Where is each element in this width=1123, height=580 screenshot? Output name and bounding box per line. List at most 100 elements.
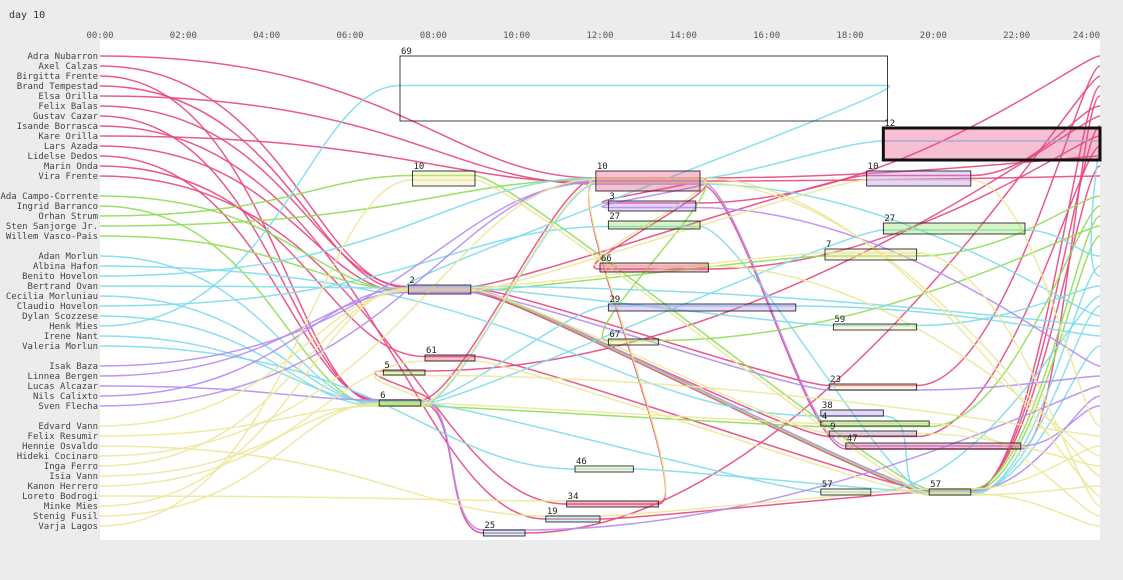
person-label: Ingrid Barranco <box>17 202 98 212</box>
person-label: Felix Balas <box>38 102 98 112</box>
location-box[interactable] <box>828 383 918 391</box>
person-label: Cecilia Morluniau <box>6 292 98 302</box>
location-box[interactable] <box>607 220 701 230</box>
location-label: 5 <box>384 361 389 371</box>
person-label: Irene Nant <box>44 332 98 342</box>
location-box[interactable] <box>828 430 918 437</box>
x-tick-label: 20:00 <box>920 31 947 41</box>
location-box[interactable] <box>845 442 1022 450</box>
location-box[interactable] <box>824 248 918 261</box>
location-box[interactable] <box>607 338 659 346</box>
plot-background <box>100 40 1100 540</box>
person-label: Loreto Bodrogi <box>22 492 98 502</box>
person-label: Brand Tempestad <box>17 82 98 92</box>
location-label: 10 <box>597 162 608 172</box>
person-track <box>99 205 1101 428</box>
location-box[interactable] <box>407 284 472 295</box>
person-track <box>99 374 1101 437</box>
location-label: 57 <box>822 480 833 490</box>
location-label: 27 <box>609 212 620 222</box>
location-box[interactable] <box>820 409 884 417</box>
person-track <box>99 252 1101 507</box>
person-track <box>99 180 1101 447</box>
person-track <box>99 181 1101 367</box>
person-track <box>99 445 1101 517</box>
person-track <box>99 385 1101 531</box>
location-label: 12 <box>884 119 895 129</box>
person-label: Stenig Fusil <box>33 512 98 522</box>
person-label: Gustav Cazar <box>33 112 99 122</box>
location-label: 19 <box>547 507 558 517</box>
location-box[interactable] <box>866 170 972 187</box>
location-label: 23 <box>830 375 841 385</box>
person-track <box>99 225 1101 495</box>
person-label: Nils Calixto <box>33 392 98 402</box>
location-box[interactable] <box>566 500 659 508</box>
location-label: 27 <box>884 214 895 224</box>
location-box[interactable] <box>545 515 601 523</box>
location-box[interactable] <box>820 488 872 496</box>
location-label: 69 <box>401 47 412 57</box>
location-box[interactable] <box>820 420 930 427</box>
location-box[interactable] <box>595 170 701 192</box>
person-track <box>99 65 1101 387</box>
location-box[interactable] <box>607 303 797 312</box>
person-label: Isak Baza <box>49 362 98 372</box>
x-tick-label: 14:00 <box>670 31 697 41</box>
location-box[interactable] <box>482 529 526 537</box>
location-box[interactable] <box>382 369 426 376</box>
x-tick-label: 08:00 <box>420 31 447 41</box>
location-label: 47 <box>847 434 858 444</box>
person-track <box>99 305 1101 403</box>
person-track <box>99 177 1101 502</box>
person-track <box>99 265 1101 496</box>
x-tick-label: 18:00 <box>836 31 863 41</box>
x-tick-label: 02:00 <box>170 31 197 41</box>
person-label: Vira Frente <box>38 172 98 182</box>
person-track <box>99 174 1101 490</box>
person-track <box>99 235 1101 493</box>
person-label: Birgitta Frente <box>17 72 98 82</box>
location-label: 25 <box>484 521 495 531</box>
person-label: Felix Resumir <box>28 432 99 442</box>
x-tick-label: 12:00 <box>586 31 613 41</box>
person-track <box>99 402 1101 517</box>
person-track <box>99 291 1101 391</box>
location-label: 9 <box>830 422 835 432</box>
location-label: 38 <box>822 401 833 411</box>
person-label: Inga Ferro <box>44 462 98 472</box>
person-track <box>99 195 1101 292</box>
person-label: Albina Hafon <box>33 262 98 272</box>
location-label: 10 <box>868 162 879 172</box>
person-tracks <box>99 55 1101 534</box>
person-label: Lidelse Dedos <box>28 152 98 162</box>
person-label: Ada Campo-Corrente <box>0 192 98 202</box>
location-box[interactable] <box>378 399 422 407</box>
location-box[interactable] <box>599 262 709 273</box>
person-label: Adan Morlun <box>38 252 98 262</box>
location-box[interactable] <box>882 222 1026 235</box>
location-box[interactable] <box>424 354 476 362</box>
person-label: Sten Sanjorge Jr. <box>6 222 98 232</box>
x-tick-label: 24:00 <box>1073 31 1100 41</box>
location-label: 3 <box>609 192 614 202</box>
location-box[interactable] <box>607 200 697 212</box>
location-box[interactable] <box>574 465 634 473</box>
location-label: 67 <box>609 330 620 340</box>
location-box[interactable] <box>412 170 476 187</box>
location-box[interactable] <box>881 126 1102 162</box>
person-track <box>99 135 1101 270</box>
location-box[interactable] <box>832 323 918 331</box>
location-box[interactable] <box>399 55 888 122</box>
person-label: Kare Orilla <box>38 132 98 142</box>
page-title: day 10 <box>9 10 46 21</box>
location-box[interactable] <box>928 488 972 496</box>
person-label: Hideki Cocinaro <box>17 452 98 462</box>
person-track <box>99 179 1101 527</box>
person-track <box>99 140 1101 277</box>
person-label: Hennie Osvaldo <box>22 442 98 452</box>
